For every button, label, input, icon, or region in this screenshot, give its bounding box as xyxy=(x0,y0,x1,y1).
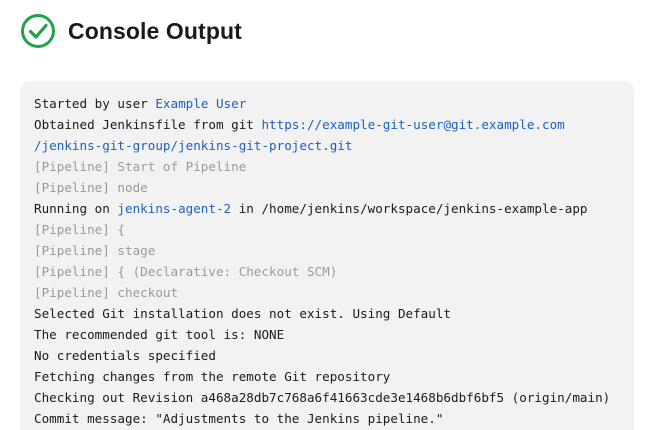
console-line-text: Running on xyxy=(34,201,118,216)
console-line: Checking out Revision a468a28db7c768a6f4… xyxy=(34,390,611,405)
check-circle-icon xyxy=(21,14,55,48)
page-header: Console Output xyxy=(20,11,242,51)
page-title: Console Output xyxy=(68,17,242,44)
user-link[interactable]: Example User xyxy=(155,96,247,111)
console-line: Fetching changes from the remote Git rep… xyxy=(34,369,391,384)
console-line: The recommended git tool is: NONE xyxy=(34,327,285,342)
console-line: Running on jenkins-agent-2 in /home/jenk… xyxy=(34,198,634,219)
console-line-text: in /home/jenkins/workspace/jenkins-examp… xyxy=(231,201,588,216)
pipeline-line: [Pipeline] Start of Pipeline xyxy=(34,159,247,174)
console-line: /jenkins-git-group/jenkins-git-project.g… xyxy=(34,135,634,156)
console-line-text: Obtained Jenkinsfile from git xyxy=(34,117,262,132)
git-repo-link[interactable]: https://example-git-user@git.example.com xyxy=(261,117,565,132)
pipeline-line: [Pipeline] { xyxy=(34,222,125,237)
console-line: Obtained Jenkinsfile from git https://ex… xyxy=(34,114,634,135)
pipeline-line: [Pipeline] { (Declarative: Checkout SCM) xyxy=(34,264,338,279)
console-line: Commit message: "Adjustments to the Jenk… xyxy=(34,411,444,426)
console-line-text: Started by user xyxy=(34,96,156,111)
console-output: Started by user Example User Obtained Je… xyxy=(20,81,634,430)
console-line: Started by user Example User xyxy=(34,93,634,114)
git-repo-link-continued[interactable]: /jenkins-git-group/jenkins-git-project.g… xyxy=(34,138,353,153)
agent-link[interactable]: jenkins-agent-2 xyxy=(117,201,232,216)
pipeline-line: [Pipeline] stage xyxy=(34,243,156,258)
console-line: Selected Git installation does not exist… xyxy=(34,306,452,321)
pipeline-line: [Pipeline] checkout xyxy=(34,285,179,300)
pipeline-line: [Pipeline] node xyxy=(34,180,148,195)
console-line: No credentials specified xyxy=(34,348,216,363)
